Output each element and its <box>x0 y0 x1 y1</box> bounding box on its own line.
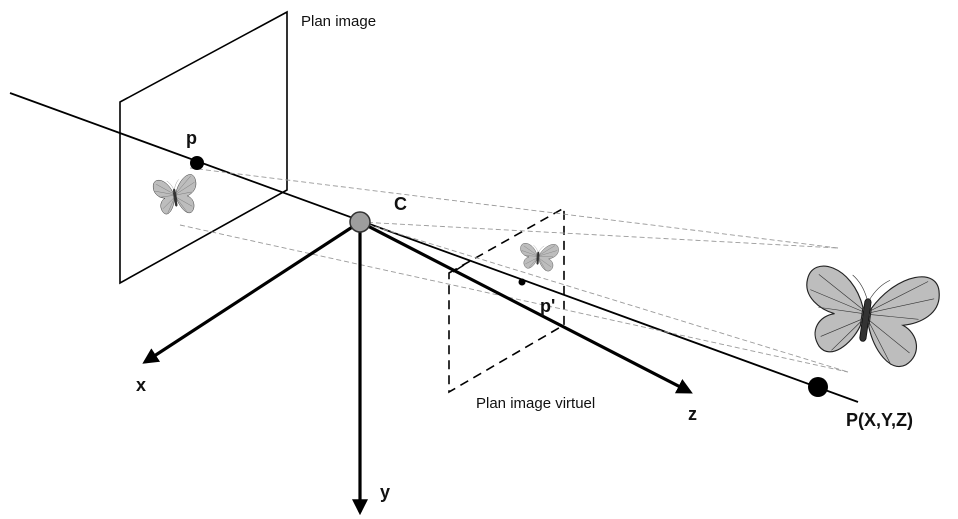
virtual-image-plane <box>448 206 565 394</box>
z-tick <box>452 264 465 273</box>
axis-x-label: x <box>136 375 146 395</box>
axis-x-arrow <box>142 220 361 364</box>
point-p-marker <box>190 156 204 170</box>
axis-y-label: y <box>380 482 390 502</box>
plan-image-virtuel-label: Plan image virtuel <box>476 395 595 412</box>
axis-z-arrow <box>359 220 693 394</box>
optical-ray <box>9 92 859 403</box>
world-point-marker <box>808 377 828 397</box>
optical-center-marker <box>349 211 371 233</box>
center-c-label: C <box>394 194 407 214</box>
axis-z-label: z <box>688 404 697 424</box>
point-p-prime-marker <box>518 278 526 286</box>
point-p-label: p <box>186 128 197 148</box>
butterfly-icon-image-plane <box>151 173 201 218</box>
plan-image-label: Plan image <box>301 13 376 30</box>
world-point-label: P(X,Y,Z) <box>846 410 913 430</box>
point-p-prime-label: p' <box>540 296 555 316</box>
projection-rays <box>179 167 849 373</box>
butterfly-icon-world <box>796 260 943 372</box>
image-plane <box>119 10 288 285</box>
butterfly-icon-virtual-plane <box>518 241 560 272</box>
